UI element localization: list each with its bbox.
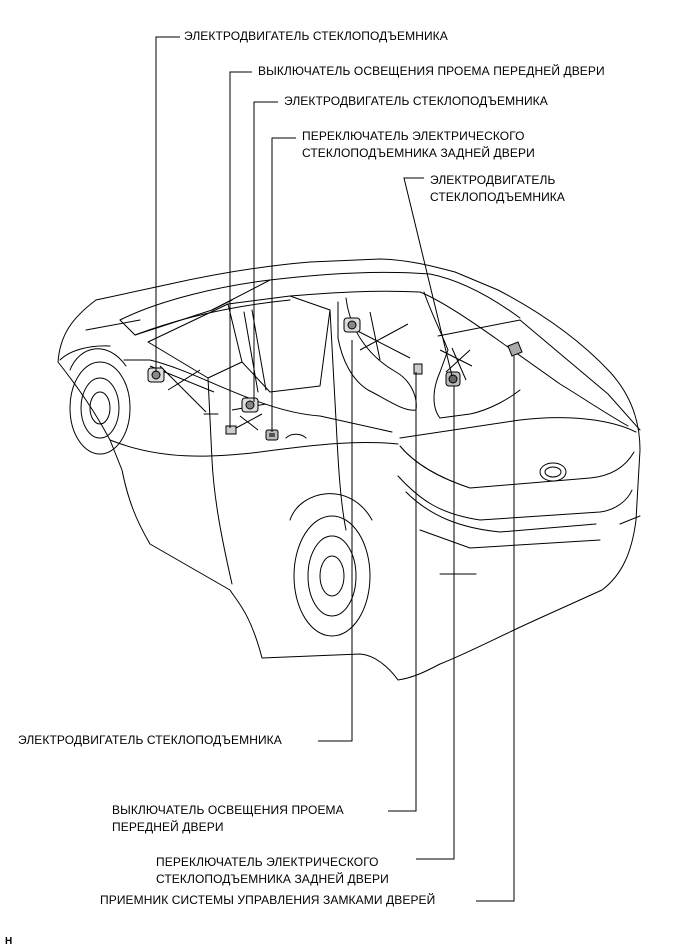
leader-top-rear-switch xyxy=(271,137,296,432)
label-top-motor-1: ЭЛЕКТРОДВИГАТЕЛЬ СТЕКЛОПОДЪЕМНИКА xyxy=(184,29,448,43)
leader-lines xyxy=(155,36,515,902)
leader-top-motor-1 xyxy=(155,36,180,372)
front-left-regulator-motor xyxy=(147,365,215,413)
car-body xyxy=(57,258,641,681)
label-bottom-courtesy-switch-line2: ПЕРЕДНЕЙ ДВЕРИ xyxy=(112,820,224,834)
label-top-motor-3-line1: ЭЛЕКТРОДВИГАТЕЛЬ xyxy=(430,173,556,187)
leader-bottom-receiver xyxy=(476,356,515,902)
leader-top-courtesy-switch xyxy=(229,71,252,428)
right-courtesy-switch xyxy=(413,363,423,375)
label-top-courtesy-switch: ВЫКЛЮЧАТЕЛЬ ОСВЕЩЕНИЯ ПРОЕМА ПЕРЕДНЕЙ ДВ… xyxy=(258,64,605,78)
label-bottom-rear-switch-line1: ПЕРЕКЛЮЧАТЕЛЬ ЭЛЕКТРИЧЕСКОГО xyxy=(156,855,379,869)
label-top-motor-3-line2: СТЕКЛОПОДЪЕМНИКА xyxy=(430,190,566,204)
label-top-rear-switch-line2: СТЕКЛОПОДЪЕМНИКА ЗАДНЕЙ ДВЕРИ xyxy=(302,146,535,160)
right-front-regulator-motor xyxy=(343,311,411,361)
leader-bottom-motor xyxy=(318,340,353,742)
figure-reference: H xyxy=(5,936,13,947)
label-bottom-motor: ЭЛЕКТРОДВИГАТЕЛЬ СТЕКЛОПОДЪЕМНИКА xyxy=(18,733,282,747)
label-bottom-receiver: ПРИЕМНИК СИСТЕМЫ УПРАВЛЕНИЯ ЗАМКАМИ ДВЕР… xyxy=(100,893,436,907)
leader-bottom-courtesy-switch xyxy=(388,372,417,812)
label-bottom-rear-switch-line2: СТЕКЛОПОДЪЕМНИКА ЗАДНЕЙ ДВЕРИ xyxy=(156,872,389,886)
door-lock-receiver xyxy=(507,341,523,357)
right-rear-regulator-motor xyxy=(439,347,473,387)
leader-bottom-rear-switch xyxy=(416,386,455,860)
label-top-rear-switch-line1: ПЕРЕКЛЮЧАТЕЛЬ ЭЛЕКТРИЧЕСКОГО xyxy=(302,129,525,143)
label-bottom-courtesy-switch-line1: ВЫКЛЮЧАТЕЛЬ ОСВЕЩЕНИЯ ПРОЕМА xyxy=(112,803,344,817)
components xyxy=(147,311,523,441)
leader-top-motor-3 xyxy=(403,177,453,377)
leader-top-motor-2 xyxy=(253,101,278,402)
label-top-motor-2: ЭЛЕКТРОДВИГАТЕЛЬ СТЕКЛОПОДЪЕМНИКА xyxy=(284,94,548,108)
front-courtesy-switch xyxy=(225,425,237,435)
